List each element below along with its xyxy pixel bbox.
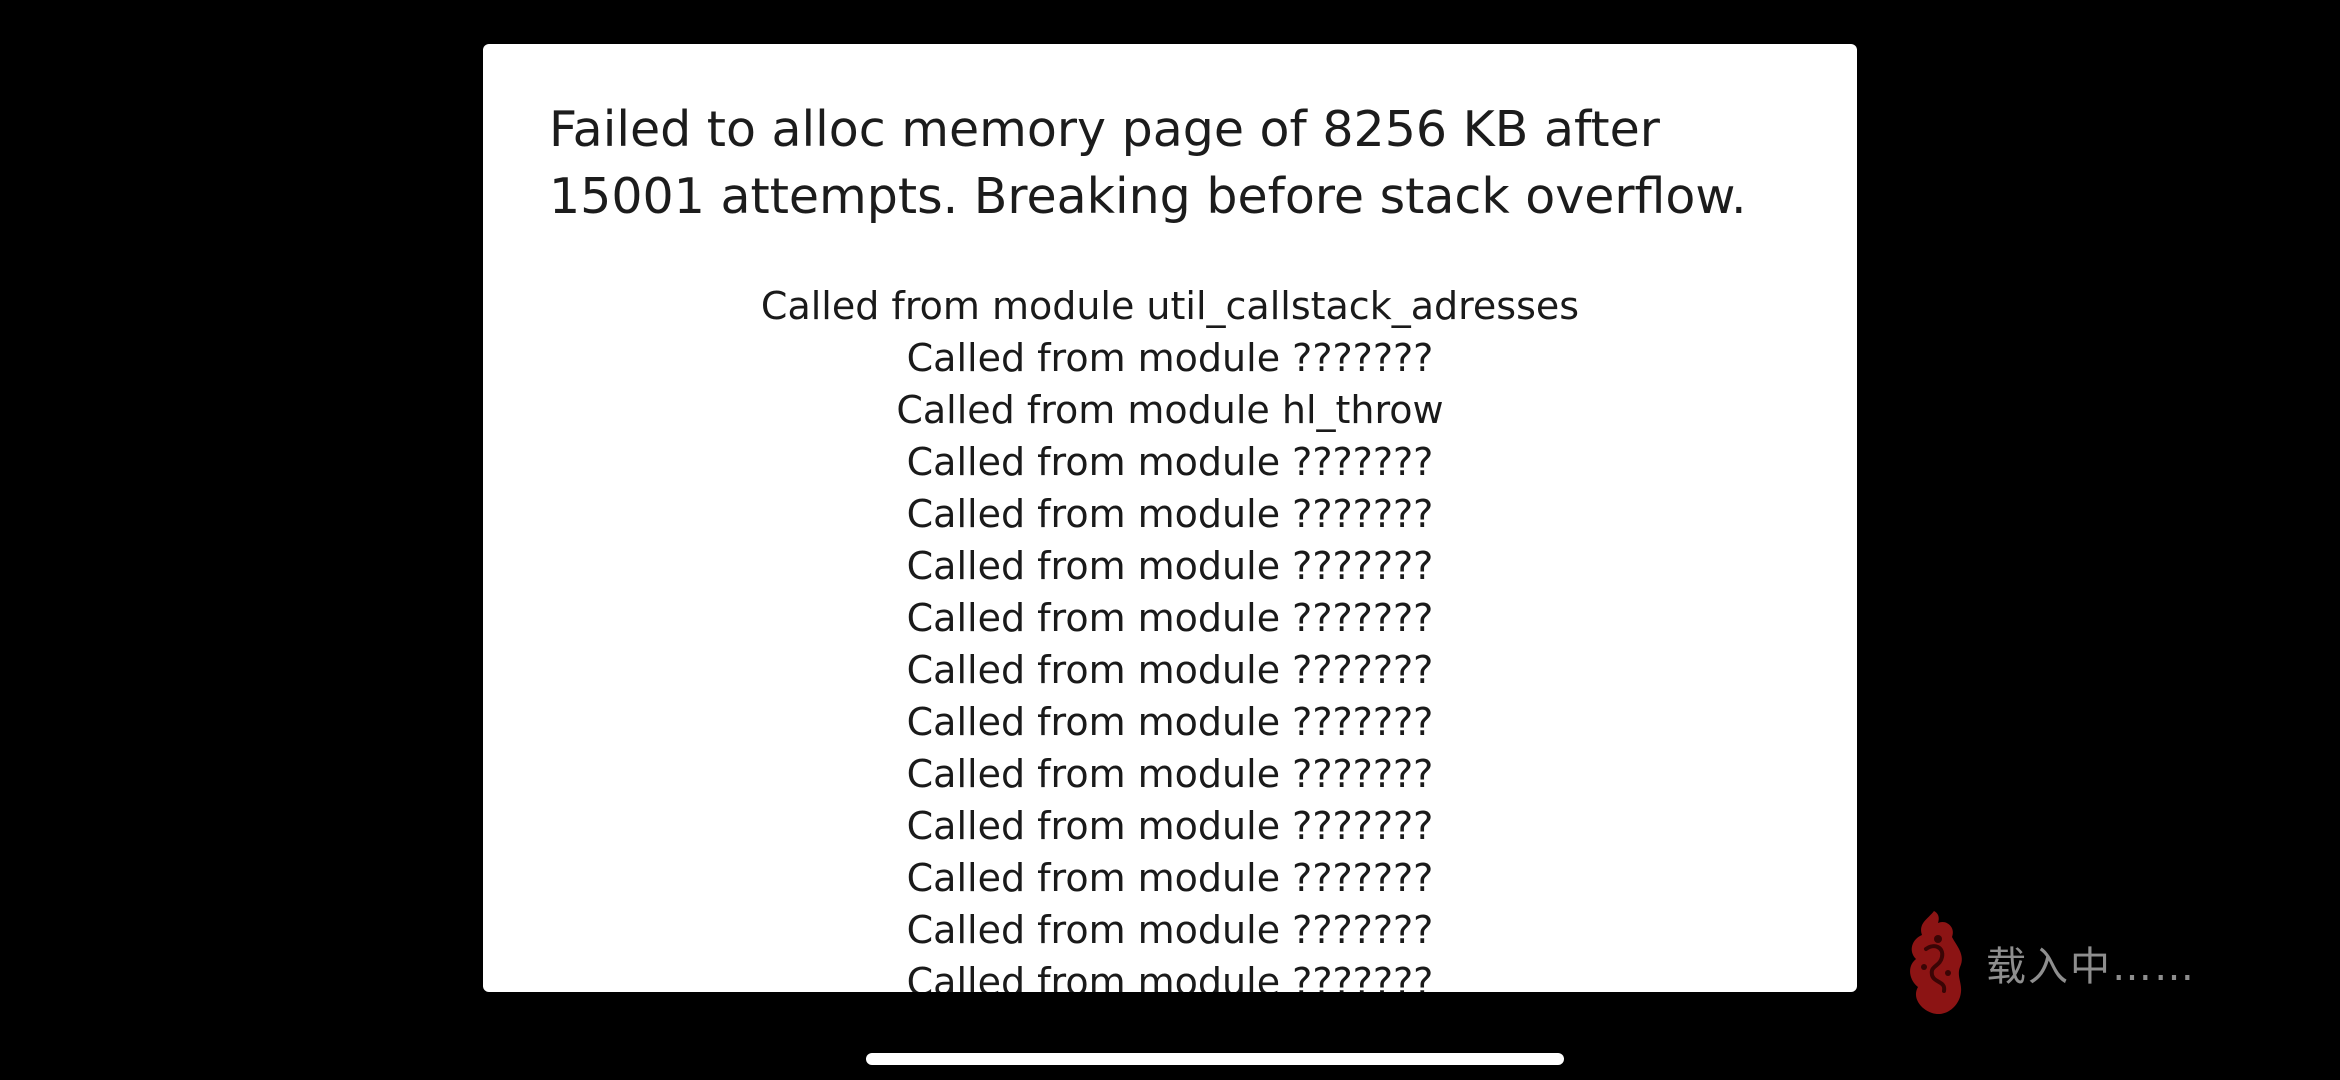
callstack-line: Called from module ??????? xyxy=(906,752,1434,796)
callstack-list: Called from module util_callstack_adress… xyxy=(483,280,1857,992)
error-dialog: Failed to alloc memory page of 8256 KB a… xyxy=(483,44,1857,992)
callstack-line: Called from module ??????? xyxy=(906,804,1434,848)
callstack-line: Called from module ??????? xyxy=(906,908,1434,952)
callstack-line: Called from module util_callstack_adress… xyxy=(760,284,1580,328)
callstack-line: Called from module ??????? xyxy=(906,648,1434,692)
callstack-line: Called from module hl_throw xyxy=(896,388,1444,432)
callstack-line: Called from module ??????? xyxy=(906,440,1434,484)
loading-indicator: 载入中…… xyxy=(1904,908,2196,1018)
callstack-line: Called from module ??????? xyxy=(906,856,1434,900)
callstack-line: Called from module ??????? xyxy=(906,960,1434,992)
callstack-line: Called from module ??????? xyxy=(906,700,1434,744)
loading-text: 载入中…… xyxy=(1986,944,2196,990)
callstack-line: Called from module ??????? xyxy=(906,596,1434,640)
flame-logo-icon xyxy=(1910,911,1962,1015)
callstack-line: Called from module ??????? xyxy=(906,336,1434,380)
error-message: Failed to alloc memory page of 8256 KB a… xyxy=(549,101,1747,225)
home-indicator-bar[interactable] xyxy=(866,1053,1564,1065)
callstack-line: Called from module ??????? xyxy=(906,492,1434,536)
callstack-line: Called from module ??????? xyxy=(906,544,1434,588)
